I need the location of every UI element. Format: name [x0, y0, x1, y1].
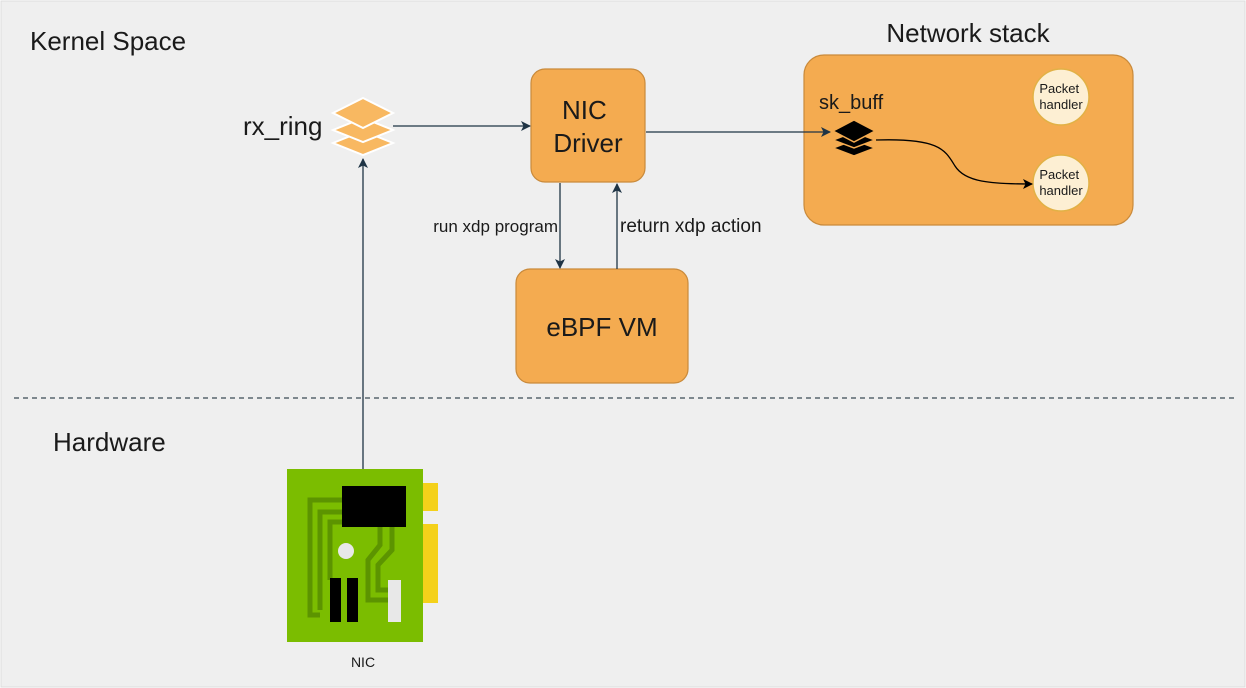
nic-card-icon: [287, 469, 438, 642]
ebpf-vm-label: eBPF VM: [546, 312, 657, 342]
kernel-space-label: Kernel Space: [30, 26, 186, 56]
rx-ring-label: rx_ring: [243, 111, 322, 141]
network-stack-label: Network stack: [886, 18, 1050, 48]
edge-sk-buff-to-packet-handler: [875, 139, 1033, 189]
sk-buff-layers-icon: [830, 119, 878, 157]
nic-label: NIC: [351, 654, 375, 670]
hardware-label: Hardware: [53, 427, 166, 457]
ebpf-vm-node: eBPF VM: [515, 268, 689, 384]
rx-ring-layers-icon: [330, 96, 396, 157]
nic-driver-node: NIC Driver: [530, 68, 646, 183]
packet-handler-1-node: Packet handler: [1032, 68, 1090, 126]
svg-text:NIC Driver: NIC Driver: [553, 95, 623, 158]
packet-handler-2-node: Packet handler: [1032, 154, 1090, 212]
svg-text:Packet handler: Packet handler: [1039, 81, 1083, 112]
packet-handler-2-line2: handler: [1039, 183, 1083, 198]
packet-handler-1-line1: Packet: [1039, 81, 1079, 96]
sk-buff-label: sk_buff: [819, 92, 884, 114]
return-xdp-action-label: return xdp action: [620, 216, 762, 237]
run-xdp-program-label: run xdp program: [433, 217, 558, 236]
packet-handler-2-line1: Packet: [1039, 167, 1079, 182]
nic-driver-label-line2: Driver: [553, 128, 623, 158]
nic-driver-label-line1: NIC: [562, 95, 607, 125]
packet-handler-1-line2: handler: [1039, 97, 1083, 112]
svg-text:Packet handler: Packet handler: [1039, 167, 1083, 198]
